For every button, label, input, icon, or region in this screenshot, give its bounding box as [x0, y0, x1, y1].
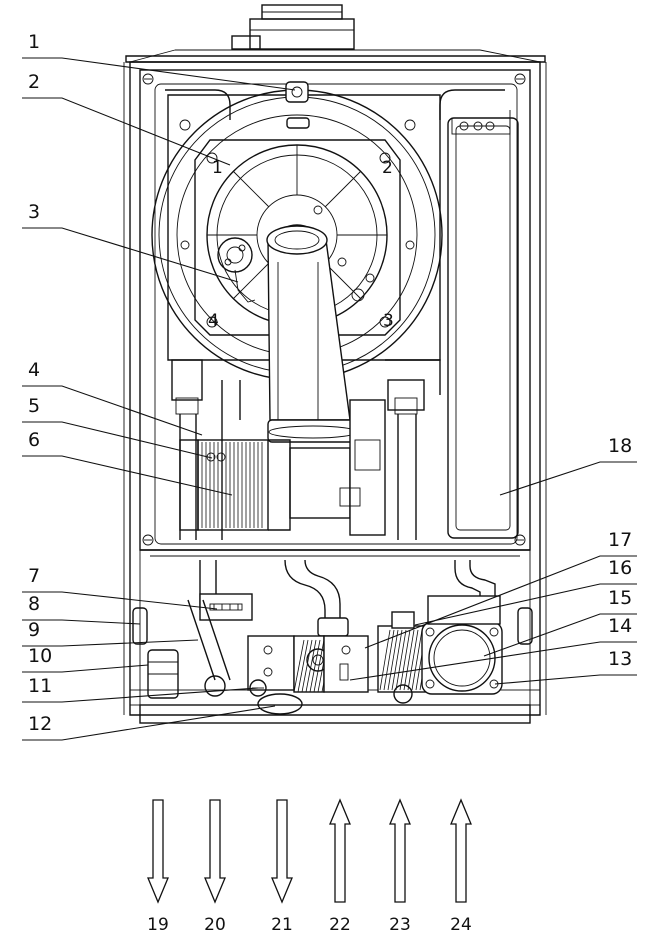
hatch-line: [313, 639, 325, 693]
fan-assembly: [179, 399, 386, 536]
callout-2: 2: [28, 71, 40, 93]
callout-10: 10: [28, 645, 52, 667]
arrow-24: [450, 798, 472, 903]
burner-mark-2: 2: [382, 158, 393, 178]
hatch-line: [411, 629, 423, 691]
callout-16: 16: [608, 557, 632, 579]
arrow-19: [147, 799, 169, 904]
arrow-23: [389, 798, 411, 903]
callout-8: 8: [28, 593, 40, 615]
diagonal-pipe: [187, 599, 231, 697]
hatch-line: [407, 629, 419, 691]
callout-1: 1: [28, 31, 40, 53]
connection-label-19: 19: [147, 915, 169, 934]
callout-12: 12: [28, 713, 52, 735]
flue-adapter: [231, 4, 355, 50]
hatch-line: [305, 639, 317, 693]
hatch-line: [379, 629, 391, 691]
callout-7: 7: [28, 565, 40, 587]
hatch-line: [293, 639, 305, 693]
fan-fins: [201, 442, 263, 528]
hatch-line: [383, 629, 395, 691]
air-gas-mixing-tube: [266, 224, 359, 443]
burner-mark-1: 1: [212, 158, 223, 178]
hatch-line: [297, 639, 309, 693]
expansion-vessel: [447, 110, 519, 539]
connection-label-24: 24: [450, 915, 472, 934]
callout-4: 4: [28, 359, 40, 381]
connection-label-21: 21: [271, 915, 293, 934]
callout-14: 14: [608, 615, 632, 637]
connection-arrows: [147, 798, 472, 904]
arrow-22: [329, 798, 351, 903]
arrow-21: [271, 799, 293, 904]
hatch-line: [391, 629, 403, 691]
callout-6: 6: [28, 429, 40, 451]
callout-9: 9: [28, 619, 40, 641]
callout-5: 5: [28, 395, 40, 417]
callout-17: 17: [608, 529, 632, 551]
callout-3: 3: [28, 201, 40, 223]
left-pipework: [171, 359, 241, 540]
right-pipework: [385, 359, 441, 540]
hatch-line: [387, 629, 399, 691]
callouts-right: 13 14 15 16 17 18: [608, 435, 632, 670]
circulation-pump: [421, 595, 503, 695]
burner-mark-3: 3: [383, 311, 394, 331]
callout-11: 11: [28, 675, 52, 697]
connection-labels: 19 20 21 22 23 24: [147, 915, 472, 934]
callout-15: 15: [608, 587, 632, 609]
hatch-line: [399, 629, 411, 691]
leader-lines: [22, 57, 637, 741]
gas-valve: [247, 635, 369, 715]
connection-label-20: 20: [204, 915, 226, 934]
callout-13: 13: [608, 648, 632, 670]
connection-label-23: 23: [389, 915, 411, 934]
lower-compartment: [129, 549, 541, 724]
callout-18: 18: [608, 435, 632, 457]
hatch-line: [403, 629, 415, 691]
burner-mark-4: 4: [208, 311, 219, 331]
diverter-valve: [377, 611, 431, 704]
control-connector: [199, 593, 253, 621]
hatch-line: [301, 639, 313, 693]
connection-label-22: 22: [329, 915, 351, 934]
outer-casing: [123, 49, 547, 716]
arrow-20: [204, 799, 226, 904]
hatch-line: [395, 629, 407, 691]
